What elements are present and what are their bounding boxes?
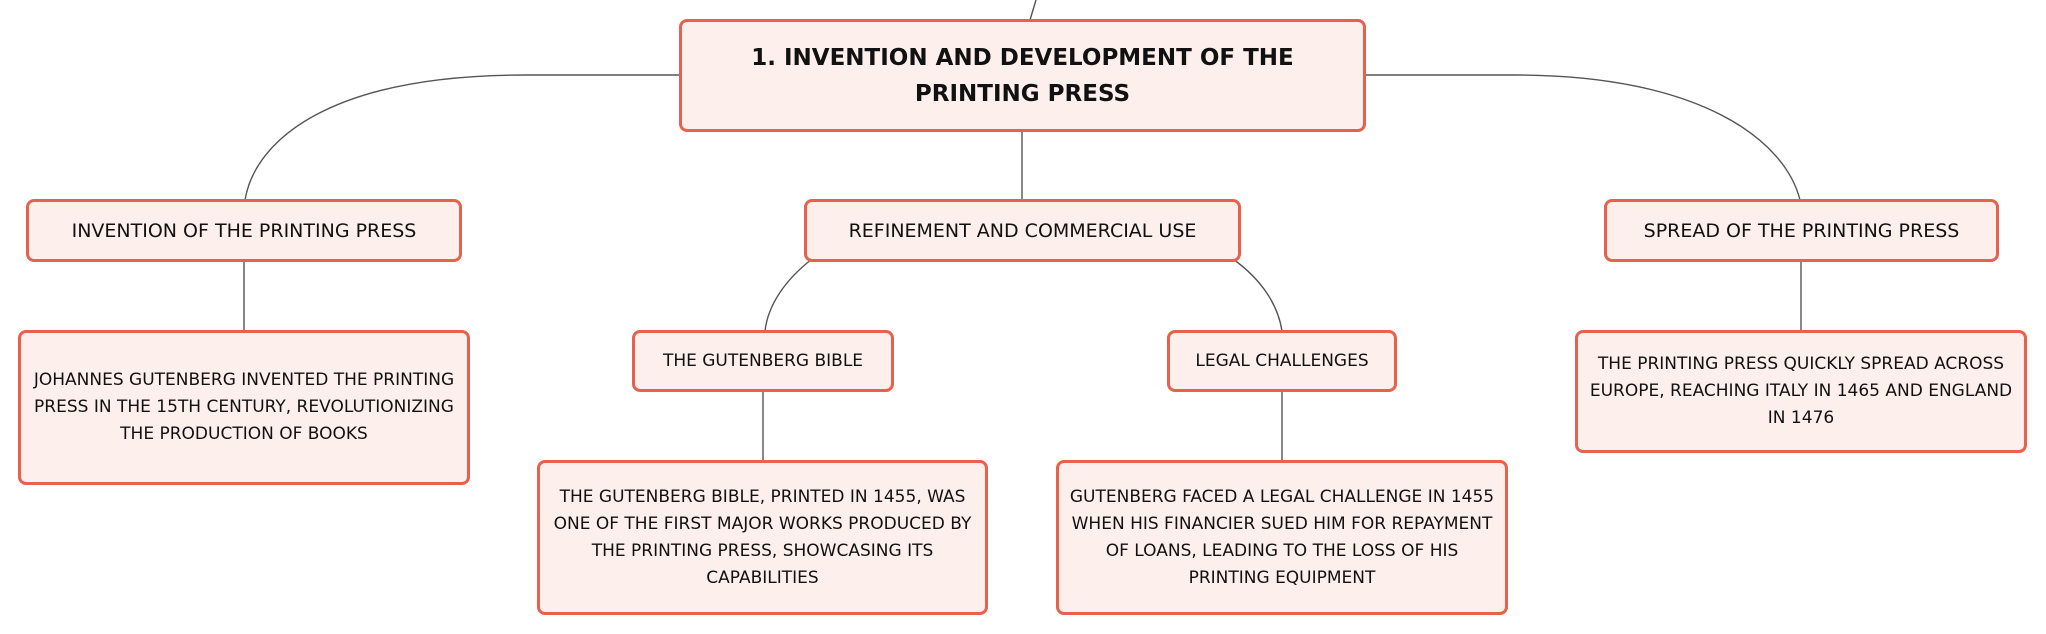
node-label: REFINEMENT AND COMMERCIAL USE [848, 219, 1197, 242]
connector-refinement-to-bible [764, 258, 813, 332]
node-gutenberg-bible-detail[interactable]: THE GUTENBERG BIBLE, PRINTED IN 1455, WA… [537, 460, 988, 615]
connector-root-to-spread [1365, 74, 1801, 201]
node-refinement-and-commercial-use[interactable]: REFINEMENT AND COMMERCIAL USE [804, 199, 1241, 262]
node-label: THE GUTENBERG BIBLE [662, 351, 864, 371]
node-the-gutenberg-bible[interactable]: THE GUTENBERG BIBLE [632, 330, 894, 392]
node-spread-detail[interactable]: THE PRINTING PRESS QUICKLY SPREAD ACROSS… [1575, 330, 2027, 453]
root-node[interactable]: 1. INVENTION AND DEVELOPMENT OF THE PRIN… [679, 19, 1366, 132]
node-label: SPREAD OF THE PRINTING PRESS [1643, 219, 1960, 242]
connector-refinement-to-legal [1232, 258, 1283, 332]
node-legal-challenges-detail[interactable]: GUTENBERG FACED A LEGAL CHALLENGE IN 145… [1056, 460, 1508, 615]
node-detail-text: GUTENBERG FACED A LEGAL CHALLENGE IN 145… [1069, 486, 1495, 588]
node-invention-detail[interactable]: JOHANNES GUTENBERG INVENTED THE PRINTING… [18, 330, 470, 485]
node-legal-challenges[interactable]: LEGAL CHALLENGES [1167, 330, 1397, 392]
node-label: INVENTION OF THE PRINTING PRESS [71, 219, 417, 242]
node-label: LEGAL CHALLENGES [1195, 351, 1369, 371]
connector-root-to-invention [244, 74, 680, 201]
node-detail-text: THE PRINTING PRESS QUICKLY SPREAD ACROSS… [1589, 354, 2013, 428]
connector-parent-to-root [1029, 0, 1037, 21]
node-invention-of-the-printing-press[interactable]: INVENTION OF THE PRINTING PRESS [26, 199, 462, 262]
root-node-label: 1. INVENTION AND DEVELOPMENT OF THE PRIN… [751, 44, 1294, 107]
node-detail-text: JOHANNES GUTENBERG INVENTED THE PRINTING… [33, 370, 455, 444]
node-spread-of-the-printing-press[interactable]: SPREAD OF THE PRINTING PRESS [1604, 199, 1999, 262]
node-detail-text: THE GUTENBERG BIBLE, PRINTED IN 1455, WA… [553, 486, 972, 588]
